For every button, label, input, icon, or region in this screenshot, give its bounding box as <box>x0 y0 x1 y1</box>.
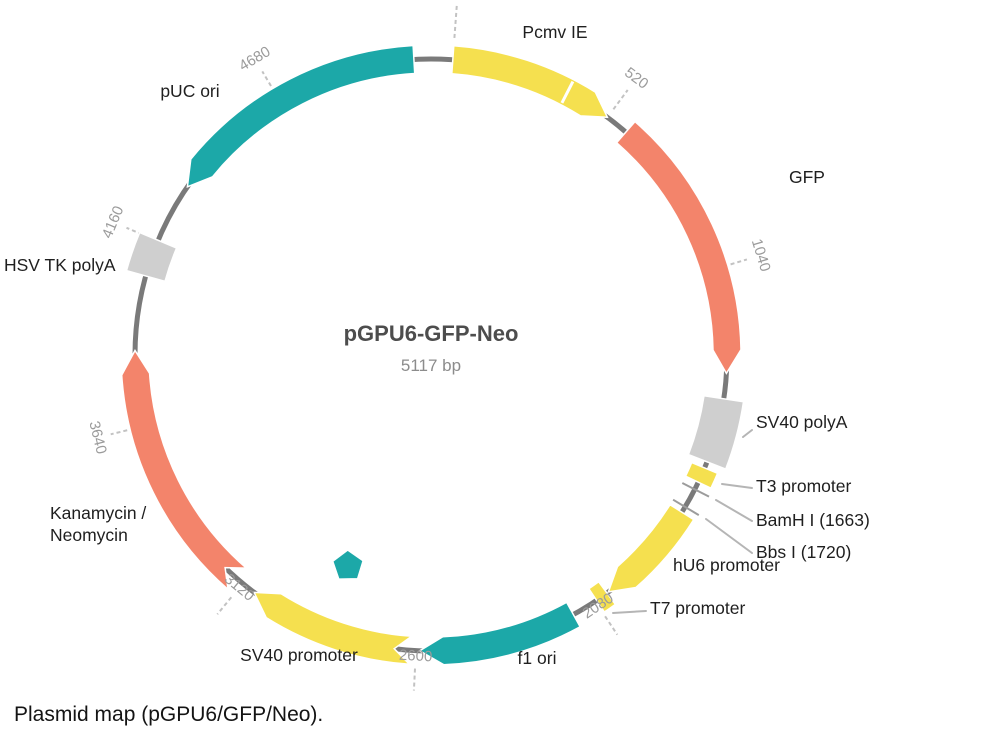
ticks-layer <box>110 3 748 691</box>
feature-label-puc-ori: pUC ori <box>160 81 219 101</box>
feature-arc-t7-promoter <box>587 580 617 614</box>
tick-mark-520 <box>612 89 629 110</box>
feature-label-sv40-promoter: SV40 promoter <box>240 645 358 665</box>
feature-label-kanamycin-neomycin-line1: Kanamycin / <box>50 503 146 523</box>
tick-label-1040: 1040 <box>748 237 774 274</box>
feature-label-t3-promoter: T3 promoter <box>756 476 851 496</box>
tick-label-520: 520 <box>621 64 651 93</box>
feature-label-kanamycin-neomycin-line2: Neomycin <box>50 525 128 545</box>
feature-label-hu6-promoter: hU6 promoter <box>673 555 780 575</box>
tick-label-3640: 3640 <box>85 419 110 455</box>
inner-pentagon-marker <box>331 549 364 580</box>
leader-line-sv40-polya <box>742 429 753 438</box>
tick-label-4680: 4680 <box>236 43 273 75</box>
feature-arc-pcmv-ie <box>450 44 609 119</box>
origin-tick <box>453 3 458 38</box>
tick-mark-2080 <box>604 615 619 636</box>
feature-label-t7-promoter: T7 promoter <box>650 598 745 618</box>
feature-arc-kanamycin-neomycin <box>120 349 249 592</box>
feature-arc-sv40-promoter <box>252 591 414 666</box>
sites-layer <box>672 482 710 516</box>
site-mark-bbs1 <box>672 498 700 516</box>
site-mark-bamh1 <box>681 482 710 498</box>
leader-line-t3-promoter <box>721 483 753 489</box>
feature-notch-pcmv-ie <box>560 80 575 104</box>
tick-label-4160: 4160 <box>99 204 128 241</box>
figure-caption: Plasmid map (pGPU6/GFP/Neo). <box>14 703 323 726</box>
plasmid-title: pGPU6-GFP-Neo <box>344 321 519 346</box>
feature-label-sv40-polya: SV40 polyA <box>756 412 848 432</box>
inner-marker-layer <box>331 549 364 580</box>
feature-arc-f1-ori <box>418 601 582 666</box>
feature-arc-hsv-tk-polya <box>125 231 178 283</box>
feature-label-hsv-tk-polya: HSV TK polyA <box>4 255 116 275</box>
site-label-bamh1: BamH I (1663) <box>756 510 870 530</box>
tick-label-2600: 2600 <box>399 647 433 666</box>
plasmid-size: 5117 bp <box>401 356 461 375</box>
leader-line-t7-promoter <box>612 610 647 614</box>
feature-arc-t3-promoter <box>684 461 719 490</box>
site-label-bbs1: Bbs I (1720) <box>756 542 851 562</box>
features-layer <box>120 44 745 666</box>
leader-line-bbs1 <box>705 518 753 554</box>
feature-label-gfp: GFP <box>789 167 825 187</box>
tick-mark-2600 <box>412 668 416 691</box>
leader-line-bamh1 <box>715 499 753 522</box>
feature-label-pcmv-ie: Pcmv IE <box>522 22 587 42</box>
feature-label-f1-ori: f1 ori <box>518 648 557 668</box>
feature-arc-sv40-polya <box>687 394 745 471</box>
feature-arc-puc-ori <box>186 44 416 188</box>
tick-mark-3120 <box>216 596 233 615</box>
feature-arc-gfp <box>615 120 742 375</box>
tick-label-3120: 3120 <box>221 570 258 604</box>
feature-arc-hu6-promoter <box>607 503 695 593</box>
leader-lines-layer <box>612 429 753 614</box>
